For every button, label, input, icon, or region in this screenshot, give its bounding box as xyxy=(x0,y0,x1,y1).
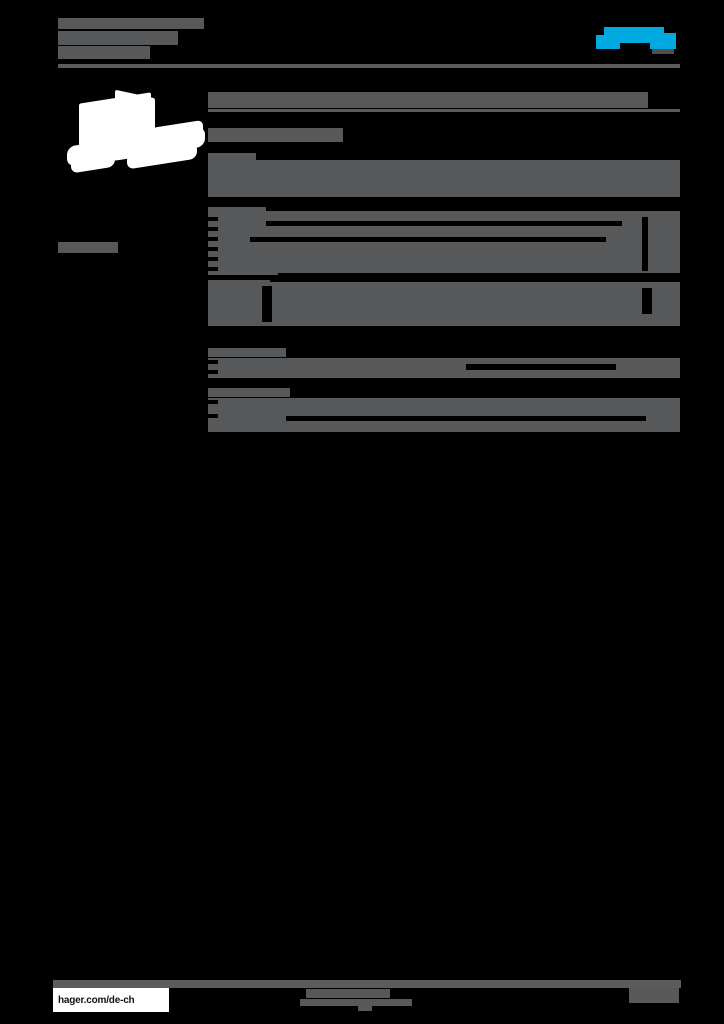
spec-row-edge xyxy=(208,370,218,374)
spec-row-edge xyxy=(208,247,218,251)
spec-column-gap xyxy=(642,288,652,314)
spec-row-edge xyxy=(208,414,218,418)
spec-row-gap xyxy=(266,221,622,226)
logo-tagline xyxy=(652,49,674,54)
footer-divider xyxy=(53,980,681,988)
hager-wordmark xyxy=(596,27,676,49)
footer-page-number xyxy=(358,1006,372,1011)
spec-section-3-body xyxy=(208,282,680,326)
spec-section-5 xyxy=(208,388,680,434)
spec-section-2 xyxy=(208,207,680,277)
spec-section-5-body xyxy=(208,398,680,432)
footer-website-url: hager.com/de-ch xyxy=(58,994,135,1006)
spec-section-1-body xyxy=(208,160,680,197)
spec-section-3 xyxy=(208,280,680,328)
title-divider xyxy=(208,109,680,112)
document-title-line-2 xyxy=(58,46,150,59)
logo-notch-right xyxy=(664,27,676,33)
spec-column-gap xyxy=(642,217,648,271)
spec-section-3-label xyxy=(208,280,270,288)
spec-row-gap xyxy=(250,237,606,242)
product-part-cover xyxy=(115,89,155,139)
footer-center-line-2 xyxy=(300,999,412,1006)
spec-row-edge xyxy=(208,267,218,271)
spec-row-edge xyxy=(208,360,218,364)
page-title xyxy=(208,92,648,108)
footer-center-line-1 xyxy=(306,989,390,998)
product-image xyxy=(53,89,205,188)
section-subheading xyxy=(208,128,343,142)
spec-row-edge xyxy=(208,237,218,241)
spec-section-4-label xyxy=(208,348,286,357)
spec-row-edge xyxy=(208,400,218,404)
spec-section-5-label xyxy=(208,388,290,397)
logo-notch-left xyxy=(596,27,604,35)
spec-column-gap xyxy=(262,286,272,322)
header-divider xyxy=(58,64,680,68)
spec-row-gap xyxy=(278,273,680,277)
logo-notch-bottom xyxy=(620,43,650,49)
spec-section-2-label xyxy=(208,207,266,215)
footer-website-link[interactable]: hager.com/de-ch xyxy=(53,988,169,1012)
spec-section-4-body xyxy=(208,358,680,378)
hager-logo xyxy=(596,27,676,54)
spec-row-edge xyxy=(208,217,218,221)
spec-section-1-label xyxy=(208,153,256,162)
product-image-caption xyxy=(58,242,118,253)
spec-row-edge xyxy=(208,257,218,261)
page-header xyxy=(0,0,724,78)
spec-section-4 xyxy=(208,348,680,380)
document-title-line-1 xyxy=(58,31,178,45)
document-id-text xyxy=(58,18,204,29)
spec-section-1 xyxy=(208,153,680,198)
spec-row-gap xyxy=(286,416,646,421)
page-footer: hager.com/de-ch xyxy=(0,980,724,1024)
spec-row-edge xyxy=(208,227,218,231)
spec-row-gap xyxy=(466,364,616,370)
footer-right-text xyxy=(629,988,679,1003)
